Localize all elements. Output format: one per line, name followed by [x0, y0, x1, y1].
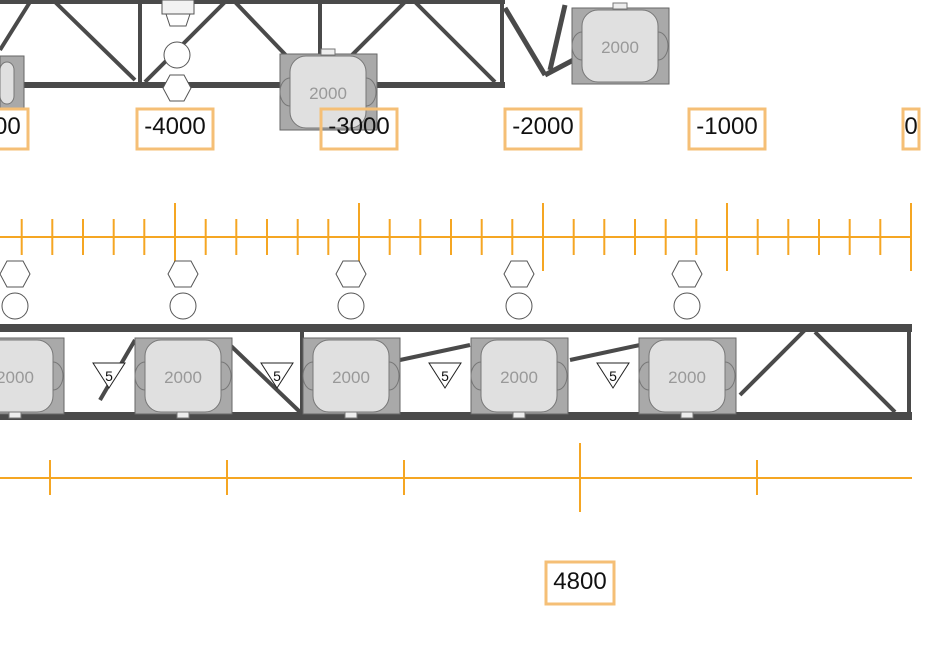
- fixture-mount-tab: [320, 48, 336, 56]
- top-ruler-label-box: -5000: [0, 107, 30, 151]
- safety-ring-icon: [673, 292, 701, 320]
- fixture-wattage-label: 2000: [668, 368, 706, 387]
- bottom-fixture: 2000: [638, 337, 737, 419]
- top-ruler: [0, 203, 912, 271]
- fixture-wattage-label: 2000: [164, 368, 202, 387]
- fixture-yoke-left: [279, 77, 291, 107]
- fixture-wattage-label: 2000: [0, 368, 34, 387]
- channel-triangle-icon: [428, 362, 462, 389]
- channel-triangle-icon: [260, 362, 294, 389]
- channel-marker: 5: [596, 362, 630, 389]
- fixture-wattage-label: 2000: [309, 84, 347, 103]
- channel-markers: 5 5 5 5: [92, 362, 630, 389]
- top-ruler-label: -2000: [512, 113, 573, 140]
- clamp-hardware: [335, 260, 367, 320]
- bottom-truss-webbing: [98, 326, 911, 418]
- top-ruler-label-box: -1000: [687, 107, 767, 151]
- top-ruler-label-box: -2000: [503, 107, 583, 151]
- fixture-yoke-right: [52, 361, 64, 391]
- fixture-body: [581, 9, 659, 83]
- fixture-mount-tab: [612, 2, 628, 10]
- top-hex-bolt-icon: [162, 74, 192, 102]
- fixture-yoke-right: [724, 361, 736, 391]
- clamp-hardware-row: [0, 260, 703, 320]
- fixture-yoke-right: [388, 361, 400, 391]
- top-ruler-label: 0: [904, 113, 917, 140]
- top-truss-upper-chord: [0, 0, 505, 4]
- top-fixture: 2000: [279, 48, 378, 131]
- channel-marker: 5: [92, 362, 126, 389]
- channel-marker: 5: [260, 362, 294, 389]
- fixture-mount-tab: [8, 411, 22, 419]
- top-truss-lower-chord: [0, 82, 505, 88]
- fixture-yoke-right: [365, 77, 377, 107]
- top-ruler-label: -1000: [696, 113, 757, 140]
- bottom-fixture: 2000: [470, 337, 569, 419]
- top-ruler-label: -3000: [328, 113, 389, 140]
- fixture-yoke-left: [470, 361, 482, 391]
- top-clamp-body: [161, 0, 195, 15]
- top-clamp-assembly: [161, 0, 195, 102]
- fixture-mount-tab: [680, 411, 694, 419]
- fixture-wattage-label: 2000: [332, 368, 370, 387]
- channel-number: 5: [105, 368, 113, 384]
- bottom-total-label-box: 4800: [544, 560, 616, 606]
- safety-ring-icon: [169, 292, 197, 320]
- hex-bolt-icon: [671, 260, 703, 288]
- top-ruler-labels: -5000 -4000 -3000 -2000 -1000 0: [0, 107, 921, 151]
- fixture-yoke-left: [571, 31, 583, 61]
- bottom-truss-upper-chord: [0, 324, 912, 332]
- channel-number: 5: [609, 368, 617, 384]
- top-fixtures: 2000 2000: [279, 2, 670, 131]
- top-fixture-partial: [0, 55, 25, 111]
- fixture-yoke-left: [134, 361, 146, 391]
- fixture-wattage-label: 2000: [500, 368, 538, 387]
- clamp-hardware: [503, 260, 535, 320]
- hex-bolt-icon: [167, 260, 199, 288]
- top-ruler-label: -5000: [0, 113, 21, 140]
- clamp-hardware: [0, 260, 31, 320]
- fixture-mount-tab: [344, 411, 358, 419]
- bottom-fixture: 2000: [134, 337, 233, 419]
- top-ruler-label-box: 0: [901, 107, 921, 151]
- fixture-yoke-right: [556, 361, 568, 391]
- hex-bolt-icon: [335, 260, 367, 288]
- fixture-yoke-right: [220, 361, 232, 391]
- safety-ring-icon: [1, 292, 29, 320]
- bottom-fixture: 2000: [302, 337, 401, 419]
- fixture-yoke-right: [657, 31, 669, 61]
- clamp-hardware: [671, 260, 703, 320]
- top-clamp-hook: [165, 13, 191, 27]
- bottom-truss: [0, 324, 912, 420]
- safety-ring-icon: [505, 292, 533, 320]
- top-fixture: 2000: [571, 2, 670, 85]
- channel-number: 5: [441, 368, 449, 384]
- channel-number: 5: [273, 368, 281, 384]
- bottom-total-dimension-label: 4800: [553, 568, 606, 595]
- top-ruler-label: -4000: [144, 113, 205, 140]
- top-ruler-label-box: -4000: [135, 107, 215, 151]
- fixture-mount-tab: [176, 411, 190, 419]
- clamp-hardware: [167, 260, 199, 320]
- channel-triangle-icon: [92, 362, 126, 389]
- fixture-yoke-left: [302, 361, 314, 391]
- bottom-fixtures: 2000 2000 2000 2000 2000: [0, 337, 737, 419]
- top-safety-ring-icon: [163, 41, 191, 69]
- top-truss-webbing: [0, 0, 504, 85]
- safety-ring-icon: [337, 292, 365, 320]
- bottom-fixture: 2000: [0, 337, 65, 419]
- bottom-ruler: [0, 443, 912, 512]
- fixture-wattage-label: 2000: [601, 38, 639, 57]
- fixture-mount-tab: [512, 411, 526, 419]
- bottom-truss-lower-chord: [0, 412, 912, 420]
- fixture-yoke-left: [638, 361, 650, 391]
- top-ruler-label-box: -3000: [319, 107, 399, 151]
- channel-triangle-icon: [596, 362, 630, 389]
- channel-marker: 5: [428, 362, 462, 389]
- hex-bolt-icon: [503, 260, 535, 288]
- hex-bolt-icon: [0, 260, 31, 288]
